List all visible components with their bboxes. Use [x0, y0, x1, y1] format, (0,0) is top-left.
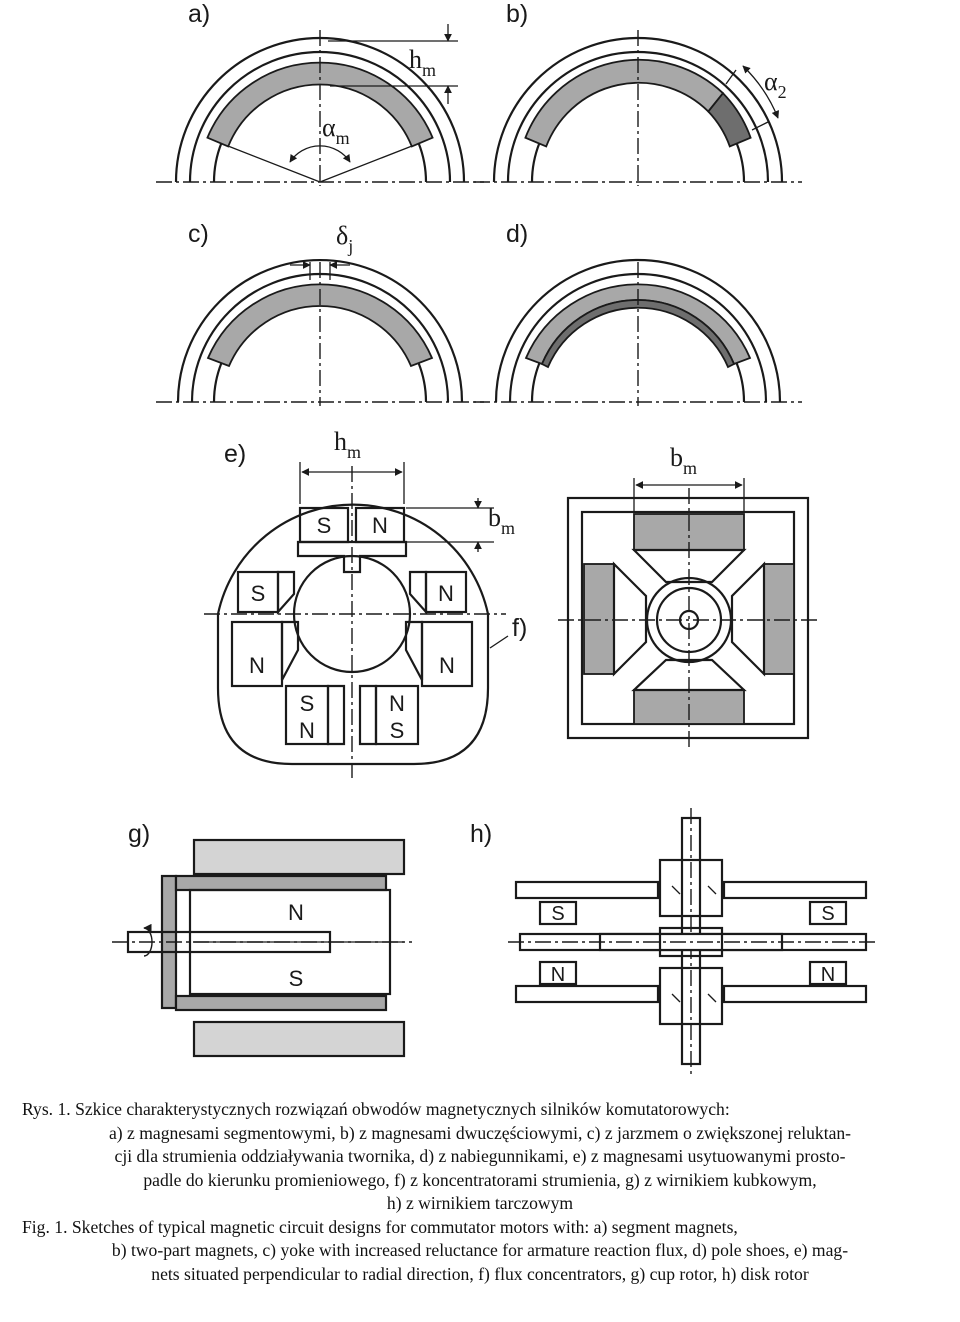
pole-low-right-n: N — [439, 653, 455, 678]
pole-mid-left-s: S — [251, 581, 266, 606]
figure-caption: Rys. 1. Szkice charakterystycznych rozwi… — [0, 1098, 960, 1322]
panel-a-label: a) — [188, 0, 210, 28]
magnet-segment-a — [206, 61, 434, 148]
panel-f — [489, 478, 820, 748]
housing-e — [216, 503, 490, 766]
magnet-part2-b — [707, 91, 752, 148]
pole-right-s-h: S — [821, 903, 834, 925]
panel-h-label: h) — [470, 820, 492, 848]
panel-b-label: b) — [506, 0, 528, 28]
pole-left-s-h: S — [551, 903, 564, 925]
caption-pl-line-5: h) z wirnikiem tarczowym — [386, 1193, 574, 1213]
panel-d — [474, 258, 802, 406]
pole-left-n-h: N — [551, 964, 565, 986]
alpha-m-label: αm — [322, 113, 350, 148]
magnet-right-f — [763, 563, 795, 675]
caption-pl-line-4: padle do kierunku promieniowego, f) z ko… — [143, 1169, 817, 1190]
caption-en-line-3: nets situated perpendicular to radial di… — [151, 1263, 809, 1284]
pole-right-n-h: N — [821, 964, 835, 986]
panel-e-label: e) — [224, 440, 246, 468]
pole-s-g: S — [289, 966, 304, 991]
magnet-left-f — [583, 563, 615, 675]
pole-bot-left-bot: N — [299, 718, 315, 743]
pole-mid-right-n: N — [438, 581, 454, 606]
pole-top-n: N — [372, 513, 388, 538]
caption-pl-line-3: cji dla strumienia oddziaływania twornik… — [114, 1146, 846, 1166]
panel-g-label: g) — [128, 820, 150, 848]
hm-label-a: hm — [409, 45, 436, 80]
caption-pl-line-2: a) z magnesami segmentowymi, b) z magnes… — [108, 1122, 852, 1143]
delta-j-label: δj — [336, 221, 353, 256]
magnet-part1-b — [524, 58, 725, 148]
pole-top-s: S — [317, 513, 332, 538]
panel-e — [204, 462, 506, 778]
figure-sketches: a) hm αm b) α2 c) δj — [112, 0, 876, 1074]
caption-pl-line-1: Rys. 1. Szkice charakterystycznych rozwi… — [22, 1099, 730, 1119]
bm-label-f: bm — [670, 443, 697, 478]
caption-en-line-1: Fig. 1. Sketches of typical magnetic cir… — [22, 1216, 738, 1237]
pole-bot-right-bot: S — [390, 718, 405, 743]
pole-low-left-n: N — [249, 653, 265, 678]
panel-h — [508, 808, 876, 1074]
pole-labels-h: S S N N — [551, 903, 835, 986]
pole-labels-e: S N S N N N S N N S — [249, 513, 455, 743]
hm-label-e: hm — [334, 427, 361, 462]
alpha-2-label: α2 — [764, 67, 787, 102]
pole-bot-right-top: N — [389, 691, 405, 716]
bm-label-e: bm — [488, 503, 515, 538]
panel-f-label: f) — [512, 614, 527, 642]
panel-b — [474, 30, 802, 186]
pole-bot-left-top: S — [300, 691, 315, 716]
frame-outer-f — [566, 496, 810, 740]
panel-d-label: d) — [506, 220, 528, 248]
caption-en-line-2: b) two-part magnets, c) yoke with increa… — [111, 1240, 849, 1260]
panel-c-label: c) — [188, 220, 209, 248]
panel-a — [156, 24, 484, 186]
panel-g — [112, 838, 412, 1058]
pole-n-g: N — [288, 900, 304, 925]
pole-shoe-d — [540, 299, 736, 369]
yoke-segment-c — [206, 283, 434, 368]
panel-c — [156, 258, 484, 406]
